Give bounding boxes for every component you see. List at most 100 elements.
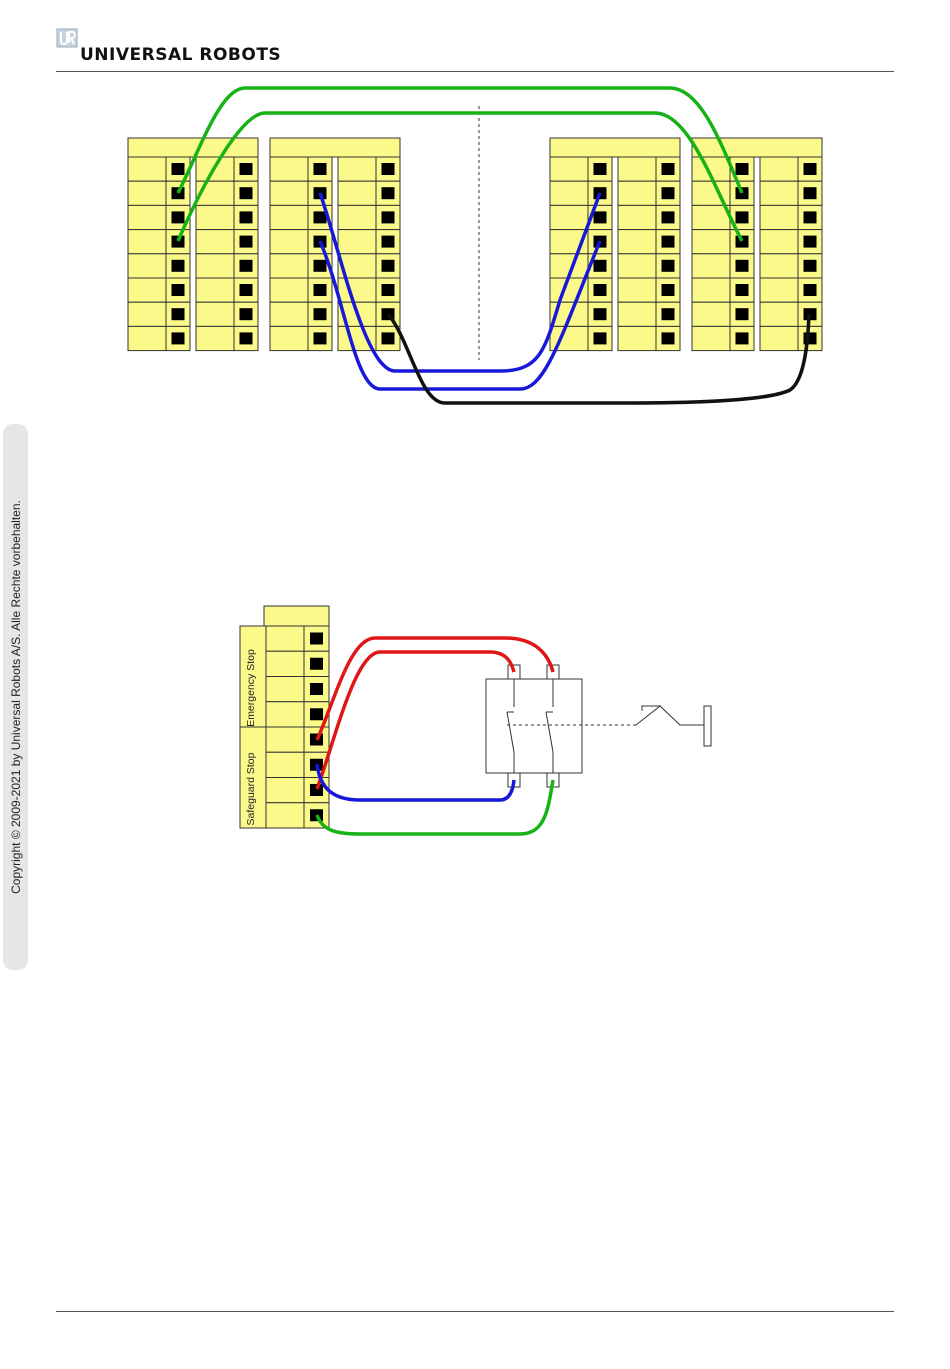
terminal-label-cell [618, 254, 656, 278]
terminal-pin [804, 236, 817, 248]
terminal-label-cell [270, 326, 308, 350]
terminal-pin [736, 260, 749, 272]
estop-label-cell [266, 702, 304, 727]
terminal-pin [804, 187, 817, 199]
estop-pin [310, 658, 323, 670]
terminal-pin [172, 332, 185, 344]
estop-label-cell [266, 727, 304, 752]
terminal-pin [736, 332, 749, 344]
terminal-label-cell [760, 254, 798, 278]
terminal-pin [240, 187, 253, 199]
estop-label-cell [266, 651, 304, 676]
terminal-label-cell [618, 181, 656, 205]
terminal-label-cell [692, 205, 730, 229]
estop-label-cell [266, 778, 304, 803]
terminal-pin [662, 260, 675, 272]
terminal-pin [240, 308, 253, 320]
terminal-pin [382, 211, 395, 223]
terminal-pin [804, 211, 817, 223]
terminal-pin [382, 163, 395, 175]
terminal-pin [594, 332, 607, 344]
terminal-label-cell [270, 157, 308, 181]
terminal-label-cell [270, 230, 308, 254]
estop-label-cell [266, 803, 304, 828]
terminal-pin [314, 260, 327, 272]
terminal-pin [314, 284, 327, 296]
terminal-label-cell [692, 302, 730, 326]
terminal-label-cell [270, 302, 308, 326]
terminal-label-cell [692, 254, 730, 278]
terminal-pin [382, 332, 395, 344]
estop-label-cell [266, 752, 304, 777]
terminal-label-cell [550, 157, 588, 181]
terminal-pin [662, 332, 675, 344]
terminal-label-cell [196, 230, 234, 254]
terminal-pin [736, 211, 749, 223]
terminal-label-cell [128, 302, 166, 326]
terminal-label-cell [550, 205, 588, 229]
terminal-pin [240, 332, 253, 344]
terminal-blocks-group [128, 138, 822, 351]
estop-pin [310, 708, 323, 720]
terminal-pin [804, 260, 817, 272]
terminal-label-cell [196, 326, 234, 350]
label-safeguard-stop: Safeguard Stop [245, 752, 257, 825]
terminal-pin [314, 332, 327, 344]
terminal-block-header [128, 138, 258, 157]
terminal-label-cell [128, 326, 166, 350]
terminal-label-cell [618, 326, 656, 350]
terminal-pin [314, 163, 327, 175]
terminal-label-cell [128, 181, 166, 205]
terminal-label-cell [128, 157, 166, 181]
terminal-pin [240, 211, 253, 223]
terminal-pin [172, 260, 185, 272]
terminal-label-cell [196, 302, 234, 326]
wire-red-2 [317, 652, 514, 789]
terminal-pin [382, 260, 395, 272]
label-emergency-stop: Emergency Stop [245, 649, 257, 727]
terminal-label-cell [338, 278, 376, 302]
terminal-pin [594, 284, 607, 296]
terminal-block-1 [128, 138, 258, 351]
terminal-label-cell [760, 157, 798, 181]
terminal-pin [594, 260, 607, 272]
terminal-label-cell [618, 230, 656, 254]
terminal-pin [662, 211, 675, 223]
estop-label-cell [266, 626, 304, 651]
terminal-label-cell [270, 278, 308, 302]
terminal-label-cell [760, 205, 798, 229]
terminal-label-cell [618, 278, 656, 302]
terminal-pin [804, 284, 817, 296]
estop-block-header [264, 606, 329, 626]
terminal-label-cell [196, 278, 234, 302]
terminal-pin [594, 163, 607, 175]
terminal-block-4 [692, 138, 822, 351]
terminal-pin [172, 163, 185, 175]
terminal-label-cell [338, 181, 376, 205]
terminal-pin [662, 187, 675, 199]
terminal-label-cell [760, 181, 798, 205]
terminal-pin [172, 284, 185, 296]
terminal-label-cell [196, 205, 234, 229]
terminal-label-cell [692, 230, 730, 254]
terminal-label-cell [692, 326, 730, 350]
terminal-pin [804, 163, 817, 175]
terminal-pin [240, 284, 253, 296]
terminal-label-cell [618, 302, 656, 326]
terminal-pin [736, 308, 749, 320]
terminal-label-cell [128, 230, 166, 254]
estop-pin [310, 633, 323, 645]
terminal-pin [382, 187, 395, 199]
terminal-label-cell [338, 230, 376, 254]
terminal-label-cell [270, 181, 308, 205]
terminal-pin [594, 211, 607, 223]
terminal-pin [594, 308, 607, 320]
terminal-pin [662, 163, 675, 175]
terminal-pin [382, 236, 395, 248]
terminal-label-cell [338, 157, 376, 181]
terminal-label-cell [128, 278, 166, 302]
terminal-label-cell [270, 254, 308, 278]
terminal-pin [314, 308, 327, 320]
terminal-label-cell [618, 205, 656, 229]
